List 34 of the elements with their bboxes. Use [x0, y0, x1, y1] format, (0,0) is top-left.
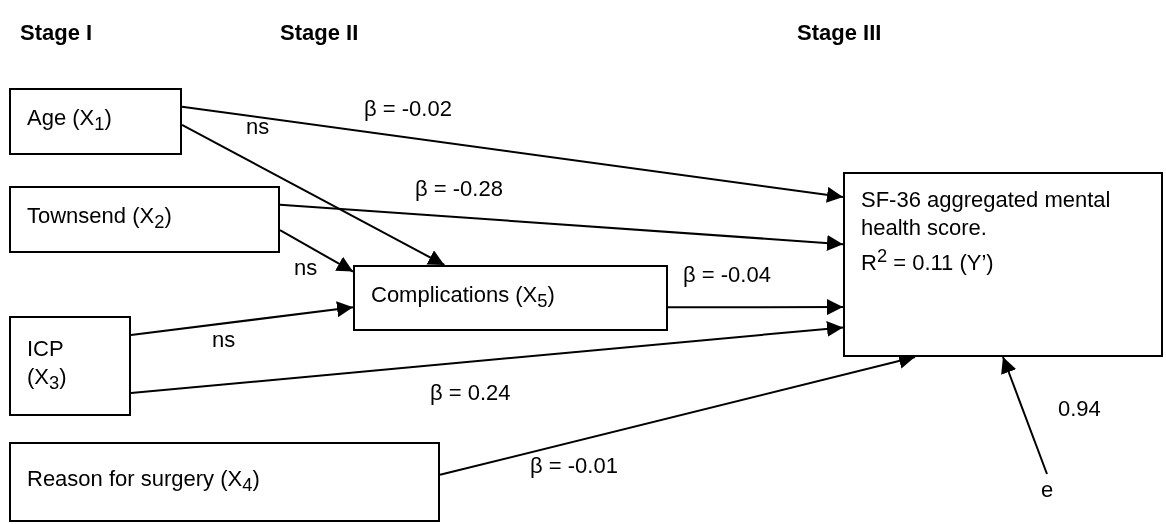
- arrow: [130, 320, 844, 394]
- node-text: Townsend (X$_{2}$): [27, 202, 173, 235]
- stage-heading: Stage I: [20, 20, 93, 46]
- arrow: [130, 301, 354, 336]
- variable-box: [353, 265, 668, 331]
- stage-heading: Stage III: [797, 20, 882, 46]
- node-text: ICP (X$_{3}$): [27, 334, 67, 396]
- edge-label: β = 0.24: [430, 380, 511, 406]
- node-subtext: R$^{2}$ = 0.11 (Y’): [861, 244, 995, 278]
- node-text: Complications (X$_{5}$): [371, 280, 556, 314]
- edge-label: β = -0.28: [415, 176, 503, 202]
- arrow: [181, 105, 844, 203]
- variable-box: [843, 172, 1163, 357]
- arrow: [279, 229, 354, 273]
- edge-label: β = -0.02: [364, 96, 452, 122]
- edge-label: ns: [212, 327, 236, 353]
- edge-label: β = -0.01: [530, 453, 618, 479]
- stage-heading: Stage II: [280, 20, 359, 46]
- arrow: [181, 123, 446, 266]
- node-text: Age (X$_{1}$): [27, 104, 113, 137]
- arrow: [1001, 356, 1048, 475]
- variable-box: [9, 316, 131, 416]
- arrow: [279, 203, 844, 251]
- error-term-label: e: [1034, 474, 1060, 506]
- edge-label: β = -0.04: [683, 262, 771, 288]
- variable-box: [9, 186, 280, 253]
- node-text: SF-36 aggregated mental health score.: [861, 186, 1112, 242]
- node-text: Reason for surgery (X$_{4}$): [27, 464, 261, 498]
- edge-label: ns: [246, 114, 270, 140]
- edge-label: 0.94: [1058, 396, 1101, 422]
- variable-box: [9, 88, 182, 155]
- arrow: [667, 299, 844, 316]
- edge-label: ns: [294, 255, 318, 281]
- variable-box: [9, 442, 440, 522]
